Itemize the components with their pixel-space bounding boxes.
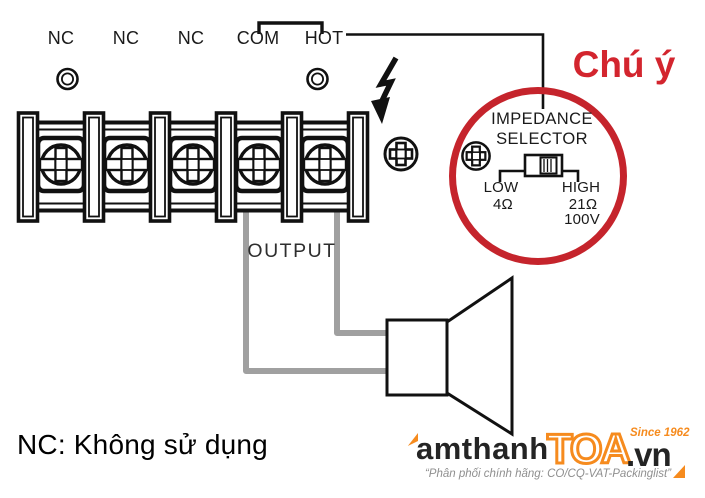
terminal-label-nc-3: NC [177,28,205,48]
brand-suffix-text: .vn [626,436,672,473]
wire-com [243,200,392,374]
terminal-label-com: COM [236,28,280,48]
lightning-icon [371,56,399,124]
terminal-divider [82,111,106,223]
hot-leader-line [346,33,545,109]
brand-since-text: Since 1962 [630,427,690,439]
terminal-divider [16,111,40,223]
terminal-divider [280,111,304,223]
impedance-high-voltage: 100V [564,211,600,228]
impedance-low-value: 4Ω [493,196,513,213]
terminal-divider [214,111,238,223]
brand-main-text: TOA [547,425,631,468]
terminal-divider [148,111,172,223]
terminal-screw-icon [236,138,282,191]
attention-heading: Chú ý [572,44,676,85]
impedance-high-value: 21Ω [568,196,598,213]
terminal-block [16,111,370,223]
impedance-switch-icon [498,153,580,182]
wire-hot [334,200,392,336]
output-label: OUTPUT [247,240,337,262]
terminal-label-hot: HOT [304,28,344,48]
terminal-screw-icon [104,138,150,191]
terminal-label-nc-2: NC [112,28,140,48]
com-hot-bracket [257,21,324,34]
terminal-screw-icon [38,138,84,191]
terminal-screw-icon [302,138,348,191]
brand-tagline-text: “Phân phối chính hãng: CO/CQ-VAT-Packing… [424,468,672,480]
nc-footnote: NC: Không sử dụng [17,429,268,460]
impedance-low-label: LOW [483,179,519,196]
terminal-divider [346,111,370,223]
screw-icon [383,136,419,172]
screw-icon [461,141,491,171]
brand-toa-logo: TOA [546,424,632,468]
attention-circle [449,87,627,265]
mounting-hole-icon [56,67,329,91]
output-wires [243,200,392,374]
impedance-title-line2: SELECTOR [496,130,588,148]
impedance-title-line1: IMPEDANCE [491,110,593,128]
brand-prefix-text: amthanh [416,431,549,466]
terminal-label-nc-1: NC [47,28,75,48]
impedance-high-label: HIGH [561,179,601,196]
speaker-icon [385,275,514,437]
terminal-screw-icon [170,138,216,191]
